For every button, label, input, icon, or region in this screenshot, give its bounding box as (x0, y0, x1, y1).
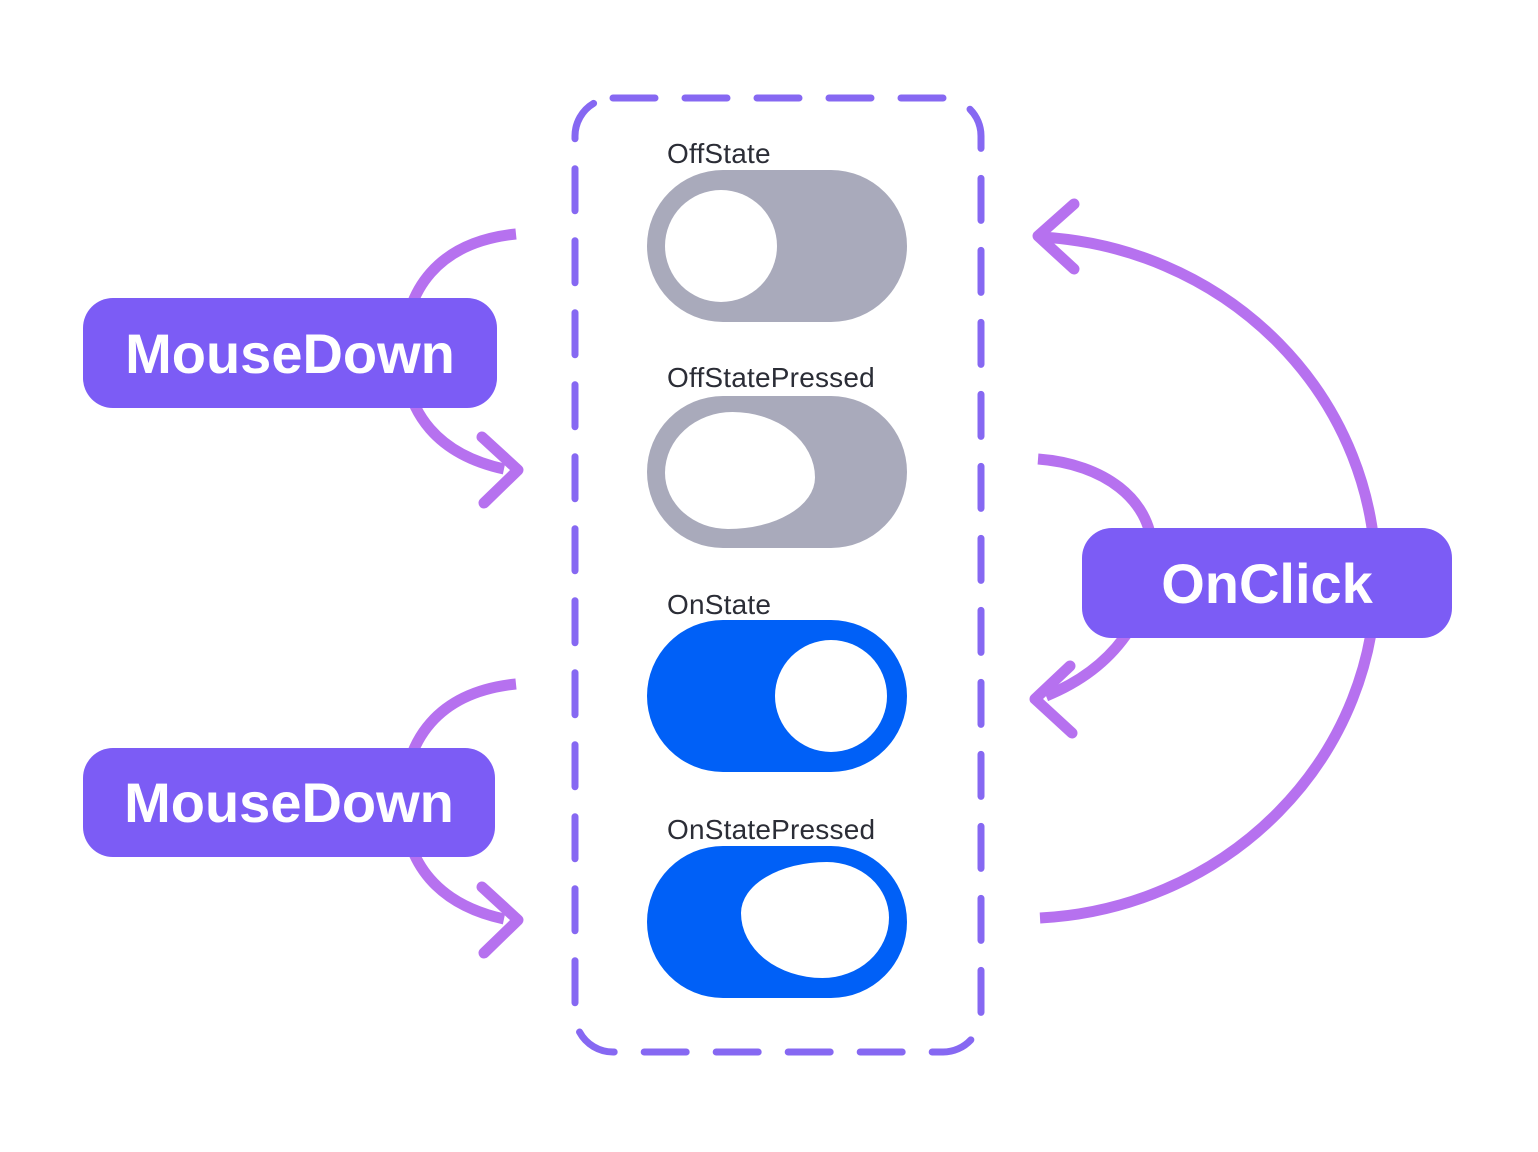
toggle-knob (665, 190, 777, 302)
badge-mousedown-bottom: MouseDown (83, 748, 495, 857)
state-label-offstatepressed: OffStatePressed (667, 362, 875, 393)
state-label-onstatepressed: OnStatePressed (667, 814, 876, 845)
toggle-knob-pressed (665, 412, 815, 529)
badge-onclick: OnClick (1082, 528, 1452, 638)
toggle-offstate[interactable] (647, 170, 907, 322)
state-label-onstate: OnState (667, 589, 772, 620)
states-group-outline (571, 94, 985, 1056)
state-label-offstate: OffState (667, 138, 771, 169)
toggle-onstatepressed[interactable] (647, 846, 907, 998)
toggle-onstate[interactable] (647, 620, 907, 772)
badge-mousedown-top: MouseDown (83, 298, 497, 408)
toggle-knob-pressed (741, 862, 889, 978)
toggle-offstatepressed[interactable] (647, 396, 907, 548)
toggle-knob (775, 640, 887, 752)
